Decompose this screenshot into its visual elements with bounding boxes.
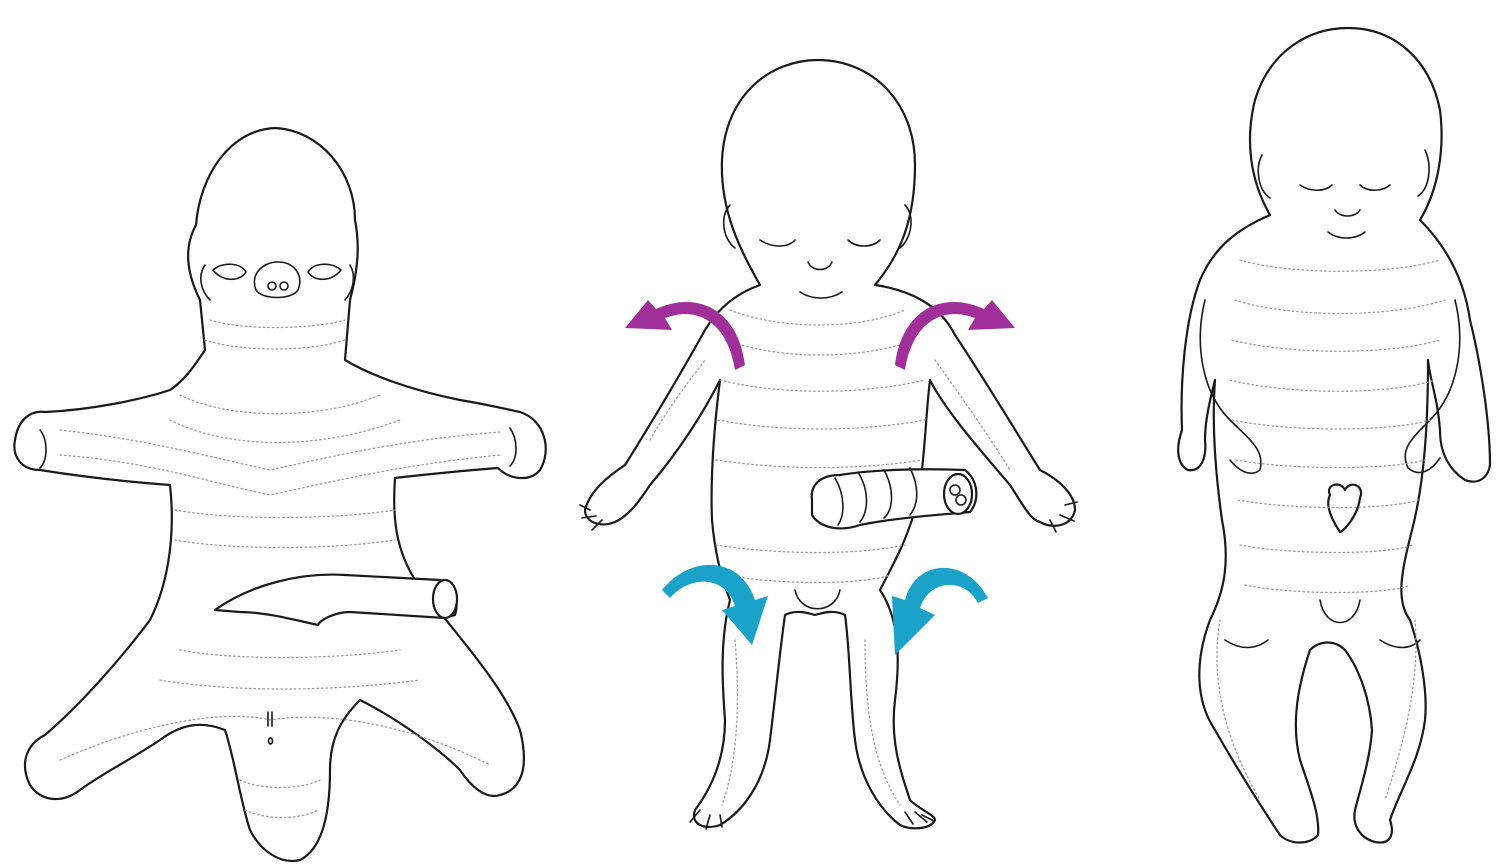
- embryo-late-body: [1178, 28, 1490, 843]
- embryo-middle-body: [585, 60, 1075, 828]
- embryo-early-cord-end: [433, 580, 457, 618]
- embryo-middle-stage: [580, 60, 1077, 829]
- embryo-early-stage: [14, 128, 545, 861]
- embryo-early-body: [14, 128, 545, 861]
- embryo-late-stage: [1178, 28, 1490, 843]
- leg-rotation-arrow-right: [892, 568, 988, 655]
